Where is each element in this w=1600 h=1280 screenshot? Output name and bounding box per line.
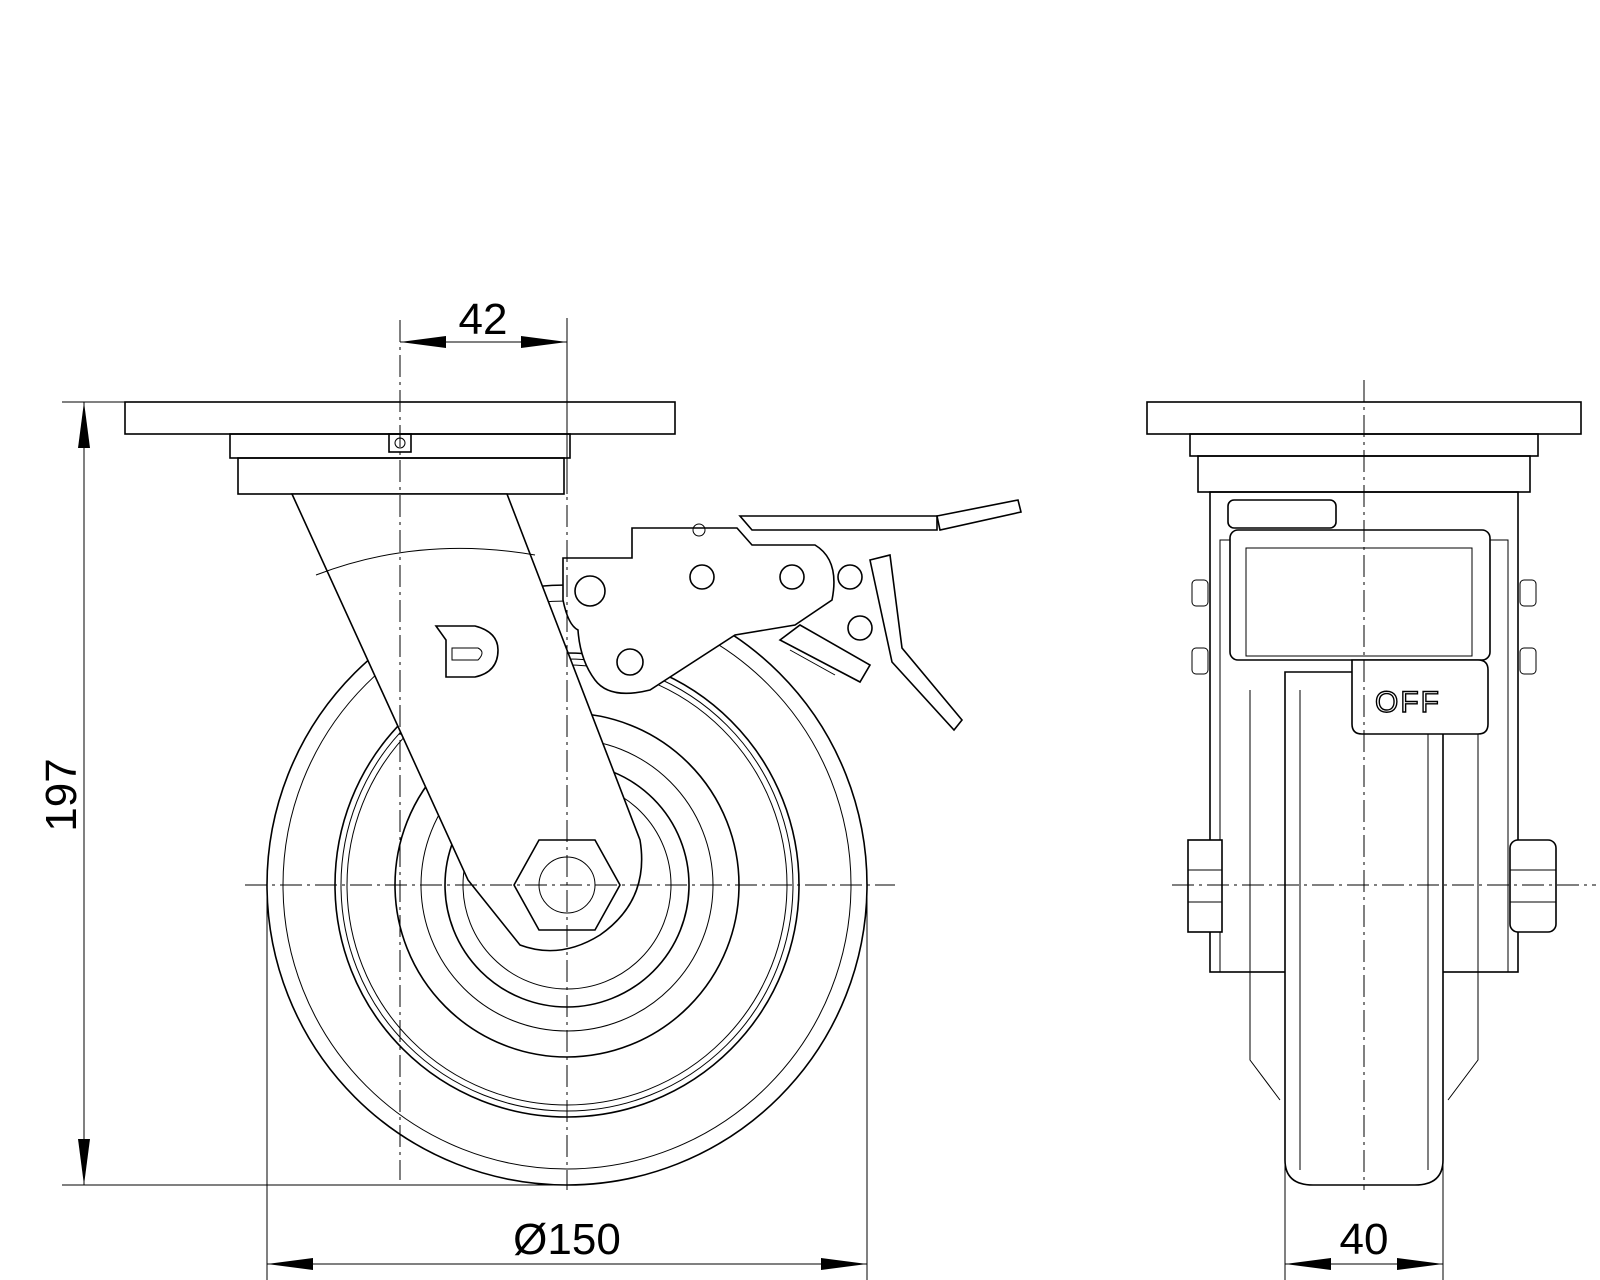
brake-assembly	[562, 499, 1022, 732]
brake-label-plate	[1351, 659, 1489, 735]
axle-nut-right	[1509, 839, 1557, 933]
logo-emblem	[434, 625, 499, 678]
dim-wheel-diameter: Ø150	[266, 885, 868, 1280]
side-view: OFF	[1146, 380, 1596, 1190]
fork-leg	[290, 493, 643, 952]
axle-nut-left	[1187, 839, 1223, 933]
dim-offset-value: 42	[459, 295, 508, 344]
swivel-housing	[237, 457, 565, 495]
dim-wheel-width: 40	[1284, 1160, 1444, 1280]
dim-height-value: 197	[37, 758, 86, 831]
dim-wheel-width-value: 40	[1340, 1215, 1389, 1264]
dim-offset: 42	[400, 295, 568, 494]
front-view	[124, 320, 1022, 1190]
brake-state-label: OFF	[1375, 686, 1441, 719]
dim-wheel-diameter-value: Ø150	[513, 1215, 621, 1264]
dim-height: 197	[37, 401, 567, 1186]
